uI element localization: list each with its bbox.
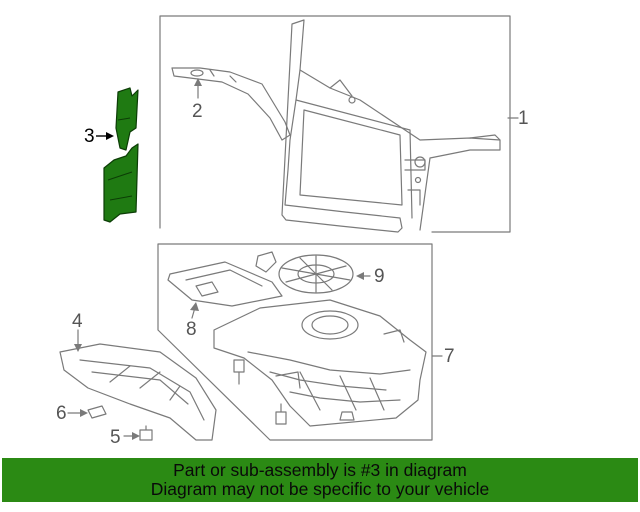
shield-part (167, 261, 283, 307)
callout-9[interactable]: 9 (374, 266, 385, 287)
parts-diagram (59, 15, 519, 441)
fastener-part-5 (139, 425, 153, 441)
banner-line-part: Part or sub-assembly is #3 in diagram (173, 460, 467, 480)
part-info-banner: Part or sub-assembly is #3 in diagram Di… (2, 458, 638, 502)
callout-7[interactable]: 7 (444, 346, 455, 367)
radiator-support-part (281, 19, 501, 233)
callout-1[interactable]: 1 (518, 108, 529, 129)
air-guide-part-highlighted (96, 87, 139, 223)
callout-8[interactable]: 8 (186, 319, 197, 340)
bolt-7b (275, 403, 287, 425)
cover-disc-part (278, 254, 354, 294)
upper-group-frame (159, 15, 511, 233)
clip-7 (339, 411, 355, 421)
brace-part (171, 67, 291, 141)
callout-6[interactable]: 6 (56, 403, 67, 424)
bolt-7a (233, 359, 245, 385)
callout-5[interactable]: 5 (110, 427, 121, 448)
callout-3[interactable]: 3 (84, 126, 95, 147)
under-cover-part (213, 299, 427, 427)
banner-line-disclaimer: Diagram may not be specific to your vehi… (150, 479, 490, 499)
lower-deflector-part (59, 343, 217, 441)
callout-2[interactable]: 2 (192, 101, 203, 122)
clip-part (255, 251, 277, 273)
lower-group-frame (157, 243, 433, 441)
callout-4[interactable]: 4 (72, 311, 83, 332)
clip-part-6 (87, 405, 107, 419)
